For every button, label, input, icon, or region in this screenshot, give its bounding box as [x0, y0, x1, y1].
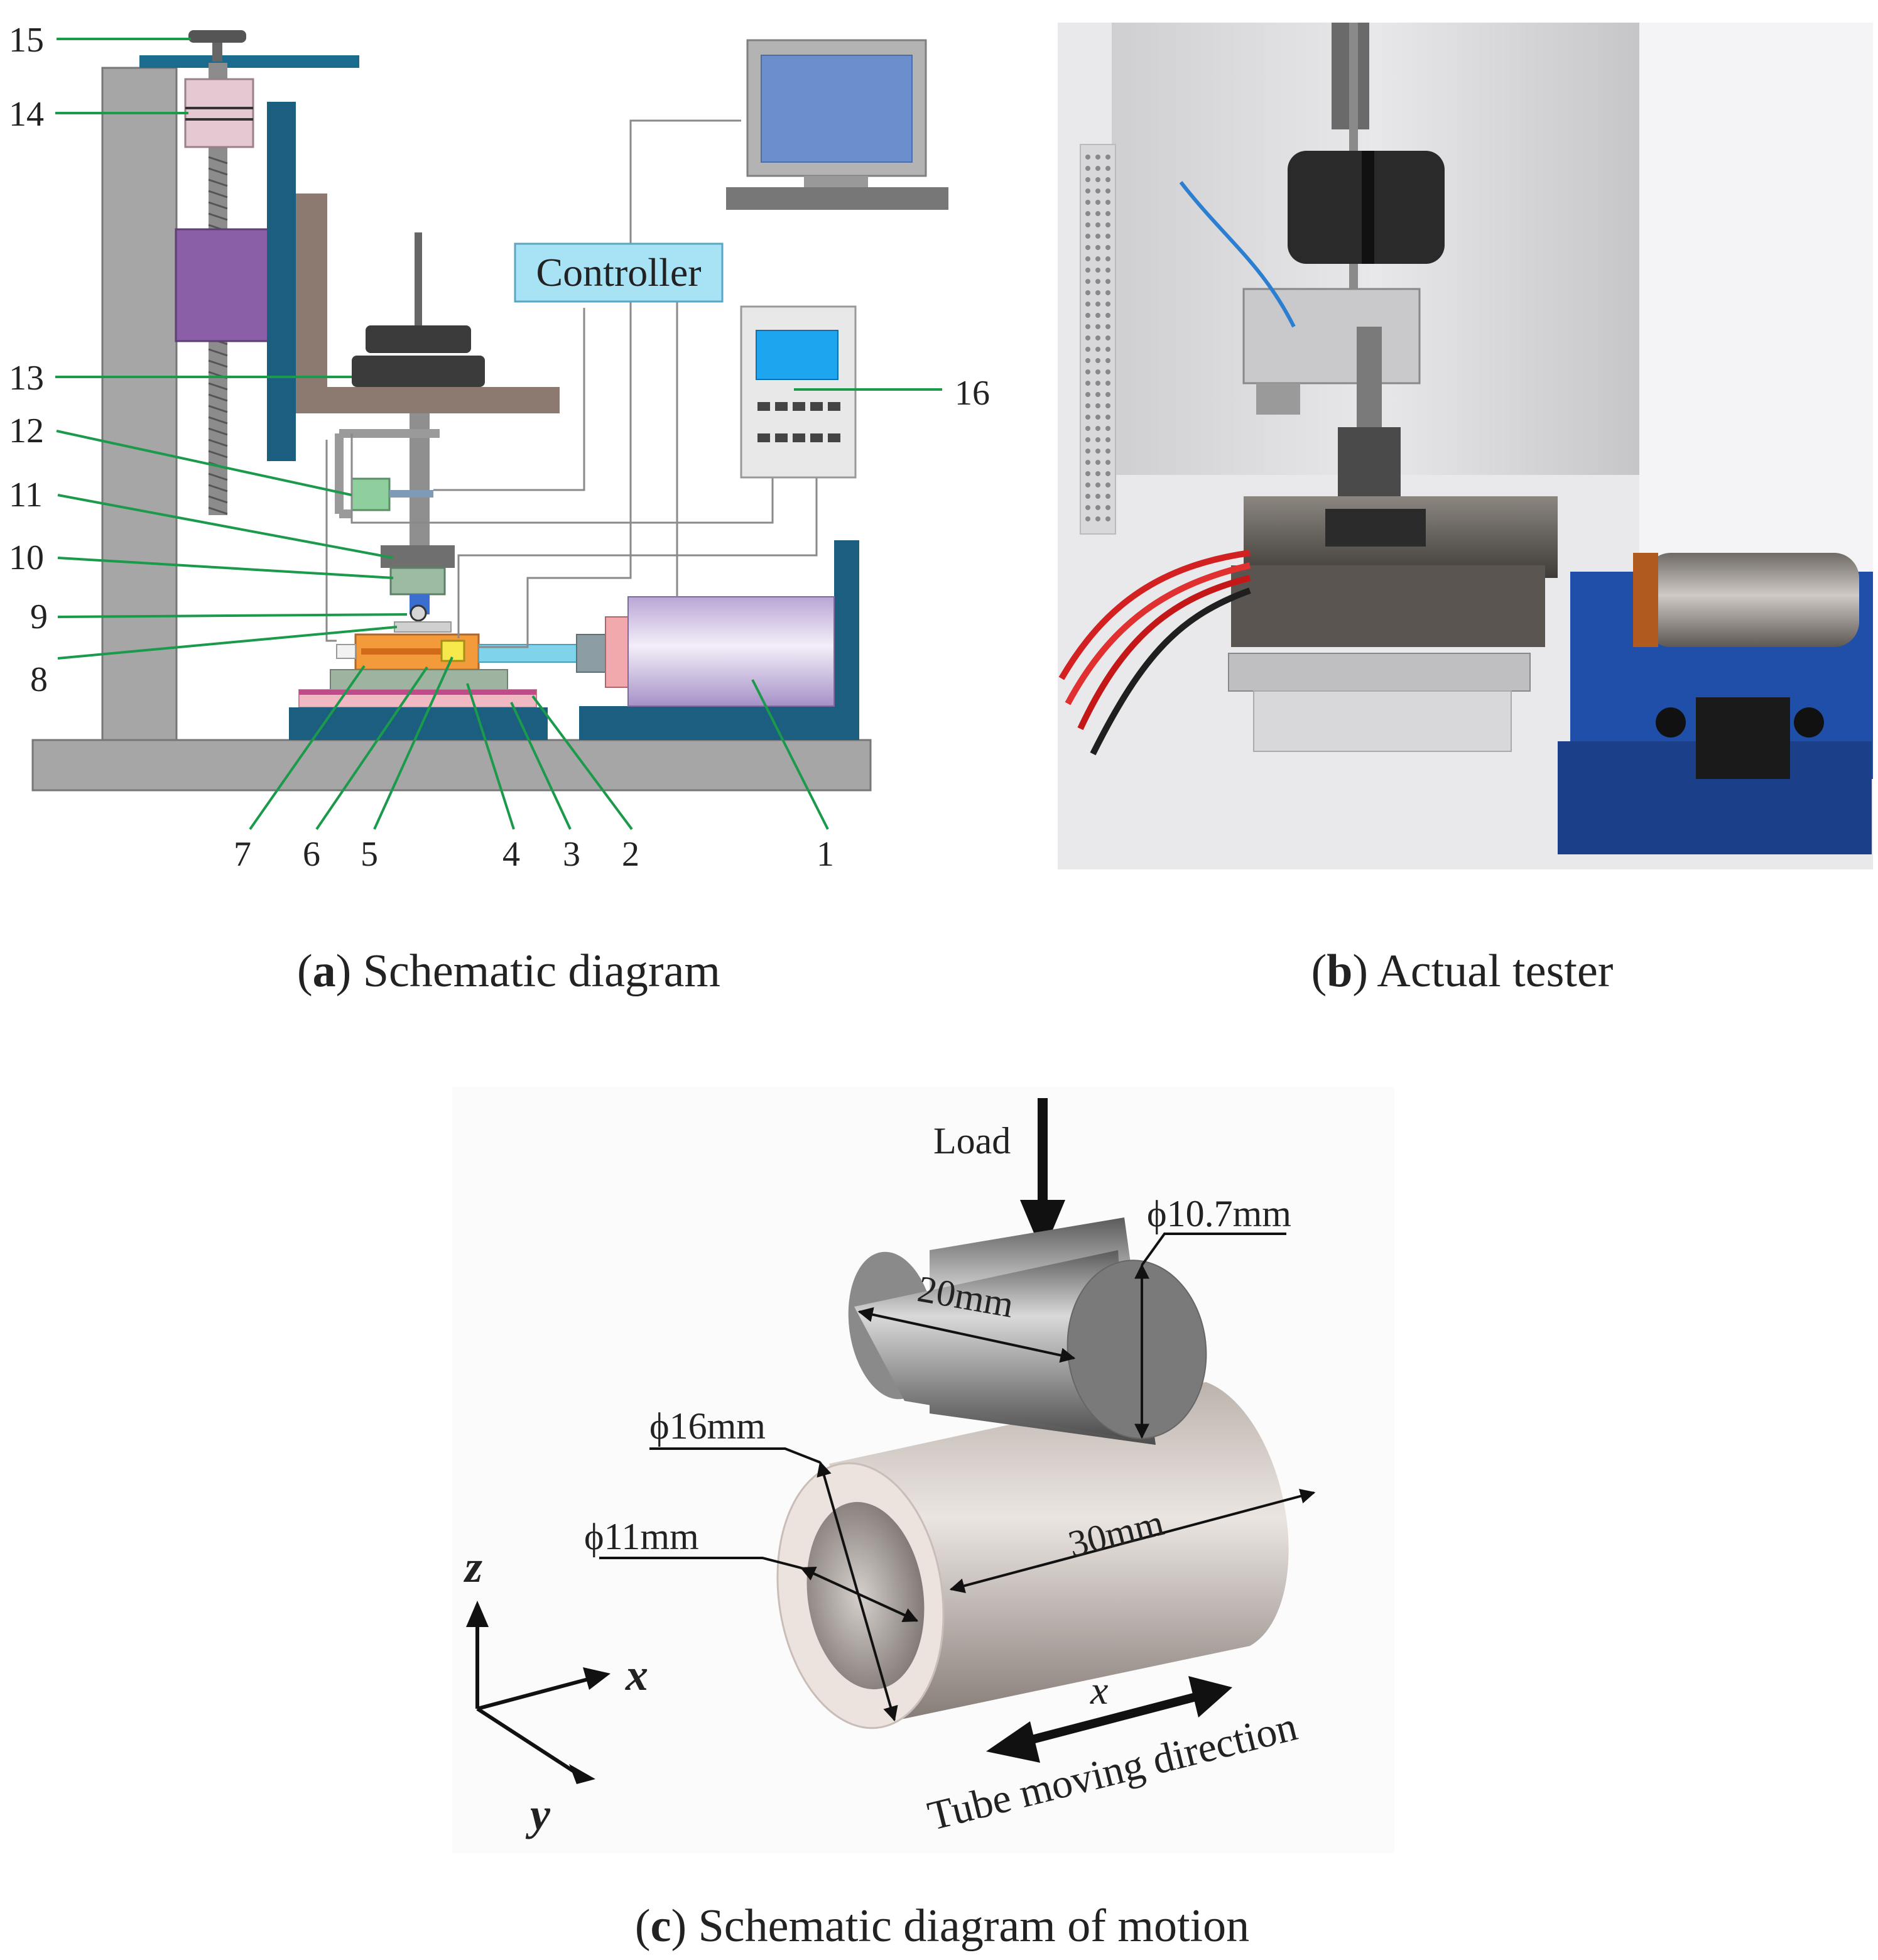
- motion-arrow: [1019, 1692, 1200, 1747]
- callout-7: 7: [234, 835, 251, 874]
- caption-a: (a) Schematic diagram: [297, 945, 720, 997]
- callout-11: 11: [9, 476, 43, 514]
- guide-plate: [267, 102, 296, 461]
- support-plate: [296, 193, 327, 407]
- panel-b-photo: (b) Actual tester: [1058, 23, 1873, 997]
- column: [101, 67, 178, 741]
- callout-3: 3: [563, 835, 580, 874]
- photo-bracket: [1242, 288, 1421, 384]
- caption-c: (c) Schematic diagram of motion: [635, 1900, 1249, 1952]
- load-arm: [296, 387, 560, 413]
- photo-motor: [1646, 553, 1859, 647]
- base-plate: [31, 739, 872, 792]
- dim-inner-diameter: ϕ11mm: [584, 1516, 699, 1557]
- callout-8: 8: [30, 660, 48, 699]
- controller-label: Controller: [536, 250, 701, 295]
- stage-base: [289, 707, 548, 740]
- load-rod: [415, 232, 422, 333]
- controller-box: [514, 242, 724, 303]
- callout-9: 9: [30, 597, 48, 636]
- weight-top: [366, 325, 471, 353]
- temperature-display: [756, 330, 839, 380]
- wiring: [325, 119, 818, 648]
- motor-flange: [605, 616, 630, 688]
- caption-b: (b) Actual tester: [1311, 945, 1614, 997]
- callout-6: 6: [303, 835, 320, 874]
- lower-specimen-holder: [394, 621, 452, 633]
- callout-4: 4: [502, 835, 520, 874]
- axis-z-label: z: [463, 1542, 482, 1592]
- callout-lines: [55, 38, 942, 830]
- motor-support: [834, 540, 859, 740]
- motion-x-label: x: [1090, 1668, 1108, 1712]
- callout-1: 1: [817, 835, 834, 874]
- callout-10: 10: [9, 538, 44, 577]
- motor: [627, 596, 835, 707]
- photo-cables: [1058, 550, 1251, 756]
- slider-block: [175, 228, 271, 342]
- callout-13: 13: [9, 359, 44, 398]
- callout-15: 15: [9, 21, 44, 60]
- motor-base: [579, 706, 834, 740]
- callout-12: 12: [9, 411, 44, 450]
- callout-numbers: 15 14 13 12 11 10 9 8 7 6 5 4 3 2 1 16: [9, 21, 990, 874]
- panel-a-schematic: Controller: [9, 21, 990, 997]
- top-plate: [139, 55, 359, 68]
- callout-16: 16: [955, 374, 990, 413]
- perforations: [1085, 155, 1110, 521]
- coupling: [184, 78, 254, 148]
- callout-5: 5: [361, 835, 378, 874]
- force-sensor: [389, 567, 446, 596]
- upper-specimen: [410, 604, 427, 622]
- callout-14: 14: [9, 95, 44, 134]
- dimension-lines: [599, 1233, 1316, 1722]
- panel-c-motion: Load ϕ10.7mm 20mm ϕ16mm ϕ11mm: [452, 1087, 1394, 1952]
- coordinate-axes: [475, 1623, 591, 1776]
- dim-outer-diameter: ϕ16mm: [649, 1405, 766, 1447]
- callout-2: 2: [622, 835, 639, 874]
- computer-screen: [761, 55, 913, 163]
- computer-keyboard: [726, 187, 948, 210]
- hand-knob: [188, 30, 246, 43]
- axis-x-label: x: [625, 1650, 648, 1700]
- dim-upper-diameter: ϕ10.7mm: [1147, 1193, 1291, 1234]
- weight-bottom: [352, 356, 485, 387]
- control-buttons: [757, 402, 840, 442]
- displacement-sensor: [350, 477, 391, 511]
- load-label: Load: [933, 1120, 1011, 1162]
